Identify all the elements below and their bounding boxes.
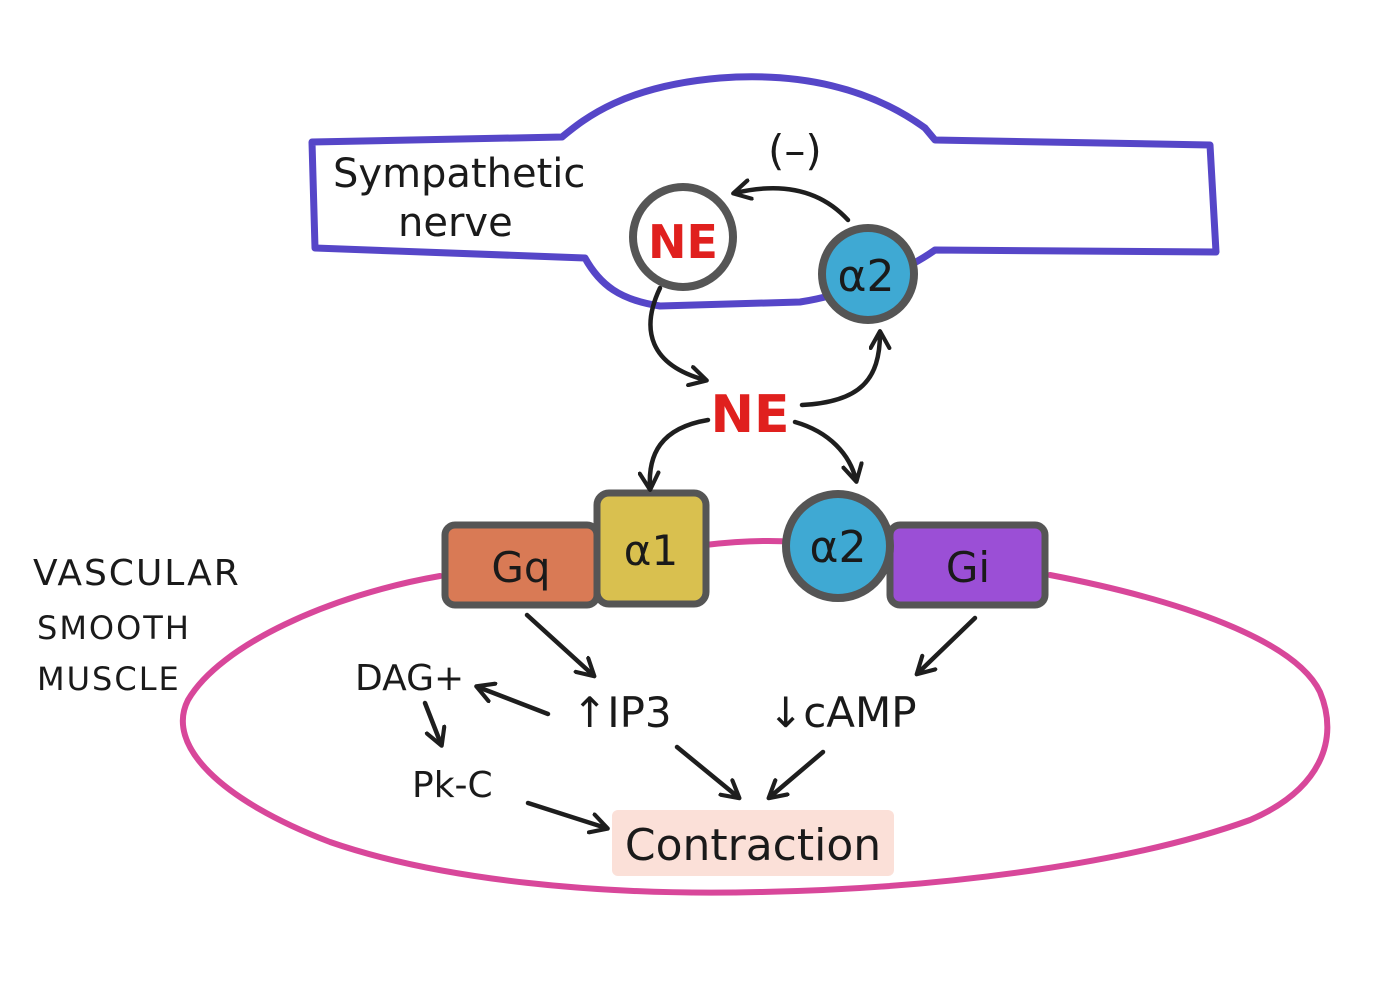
gi-to-camp-arrow: [918, 615, 978, 673]
gq-protein-node: Gq: [441, 521, 601, 609]
presynaptic-alpha2-node: α2: [818, 224, 918, 324]
feedback-label: (–): [768, 126, 822, 175]
synaptic-ne-label: NE: [710, 385, 789, 445]
nerve-label-line1: Sympathetic: [333, 151, 585, 197]
gq-label: Gq: [491, 543, 550, 592]
feedback-arrow: [735, 188, 851, 223]
presynaptic-ne-node: NE: [629, 183, 737, 291]
gi-protein-node: Gi: [886, 521, 1049, 609]
alpha1-label: α1: [624, 526, 678, 575]
muscle-label-line1: VASCULAR: [33, 553, 241, 594]
contraction-label: Contraction: [625, 820, 881, 871]
alpha1-receptor-node: α1: [593, 489, 710, 608]
ne-to-alpha1-arrow: [650, 417, 711, 488]
dag-label: DAG+: [355, 658, 464, 699]
camp-to-contraction-arrow: [770, 749, 826, 797]
nerve-outline: [308, 73, 1220, 310]
pkc-to-contraction-arrow: [525, 800, 606, 828]
ne-to-alpha2-arrow: [799, 333, 880, 408]
muscle-cell-top-edge: [702, 538, 798, 548]
muscle-cell-outline: [179, 572, 1331, 896]
gi-label: Gi: [946, 543, 990, 592]
ne-to-postsynaptic-alpha2-arrow: [792, 419, 856, 480]
presynaptic-alpha2-label: α2: [838, 251, 895, 302]
contraction-node: Contraction: [612, 810, 894, 876]
pkc-label: Pk-C: [412, 765, 493, 806]
muscle-label-line2: SMOOTH: [37, 609, 191, 647]
ip3-to-contraction-arrow: [674, 744, 738, 797]
gq-to-ip3-arrow: [524, 612, 593, 675]
ip3-to-dag-arrow: [478, 687, 551, 717]
postsynaptic-alpha2-label: α2: [810, 522, 867, 573]
release-arrow: [648, 285, 705, 380]
dag-to-pkc-arrow: [422, 700, 441, 744]
ip3-label: ↑IP3: [572, 688, 672, 737]
nerve-label-line2: nerve: [398, 200, 513, 246]
camp-label: ↓cAMP: [768, 688, 917, 737]
postsynaptic-alpha2-node: α2: [782, 490, 894, 602]
presynaptic-ne-label: NE: [648, 215, 718, 269]
muscle-label-line3: MUSCLE: [37, 660, 181, 698]
